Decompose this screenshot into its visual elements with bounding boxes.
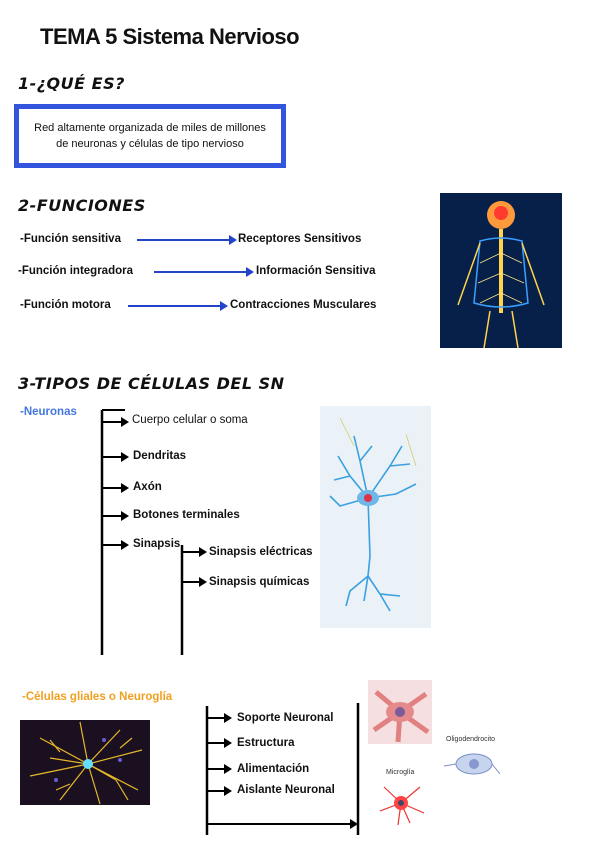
glia-item-aislante: Aislante Neuronal bbox=[237, 784, 335, 796]
funcion-integradora-target: Información Sensitiva bbox=[256, 265, 376, 277]
funcion-motora-target: Contracciones Musculares bbox=[230, 299, 377, 311]
oligodendrocito-label: Oligodendrocito bbox=[446, 736, 496, 743]
oligodendrocyte-image: Oligodendrocito bbox=[440, 736, 501, 782]
glia-item-alimentacion: Alimentación bbox=[237, 763, 310, 775]
glial-cell-image bbox=[368, 680, 432, 744]
neuron-diagram-image bbox=[320, 406, 431, 628]
human-body-icon bbox=[457, 201, 545, 349]
definition-text: Red altamente organizada de miles de mil… bbox=[34, 122, 266, 150]
funcion-motora-label: -Función motora bbox=[20, 299, 111, 311]
funcion-integradora-label: -Función integradora bbox=[18, 265, 133, 277]
neurona-item-sinapsis: Sinapsis bbox=[133, 538, 181, 550]
neuronas-tree-diagram bbox=[100, 409, 207, 655]
arrow-icon bbox=[137, 235, 237, 245]
glia-item-estructura: Estructura bbox=[237, 737, 295, 749]
funcion-sensitiva-target: Receptores Sensitivos bbox=[238, 233, 362, 245]
section-heading-funciones: 2-FUNCIONES bbox=[18, 196, 146, 215]
microglia-image: Microglía bbox=[368, 767, 434, 827]
glia-item-soporte: Soporte Neuronal bbox=[237, 712, 334, 724]
section-heading-tipos-celulas: 3-TIPOS DE CÉLULAS DEL SN bbox=[18, 374, 285, 393]
neuronas-label: -Neuronas bbox=[20, 406, 77, 418]
arrow-icon bbox=[128, 301, 228, 311]
nervous-system-body-image bbox=[440, 193, 562, 349]
neurona-item-soma: Cuerpo celular o soma bbox=[132, 414, 248, 426]
definition-box: Red altamente organizada de miles de mil… bbox=[14, 104, 286, 168]
astrocyte-icon bbox=[29, 721, 143, 805]
glia-label: -Células gliales o Neuroglía bbox=[22, 691, 173, 703]
funcion-sensitiva-label: -Función sensitiva bbox=[20, 233, 121, 245]
section-heading-que-es: 1-¿QUÉ ES? bbox=[18, 74, 125, 93]
sinapsis-quimicas: Sinapsis químicas bbox=[209, 576, 310, 588]
oligodendrocyte-icon bbox=[443, 753, 501, 775]
neurona-item-dendritas: Dendritas bbox=[133, 450, 187, 462]
arrow-icon bbox=[154, 267, 254, 277]
glia-tree-diagram bbox=[205, 703, 360, 835]
neuron-icon bbox=[329, 417, 417, 612]
page-title: TEMA 5 Sistema Nervioso bbox=[40, 24, 300, 49]
glial-cell-icon bbox=[372, 690, 430, 743]
sinapsis-electricas: Sinapsis eléctricas bbox=[209, 546, 313, 558]
microglia-icon bbox=[379, 786, 425, 826]
astrocyte-image bbox=[20, 720, 150, 805]
microglia-label: Microglía bbox=[386, 769, 415, 776]
neurona-item-axon: Axón bbox=[133, 481, 162, 493]
neurona-item-botones: Botones terminales bbox=[133, 509, 240, 521]
